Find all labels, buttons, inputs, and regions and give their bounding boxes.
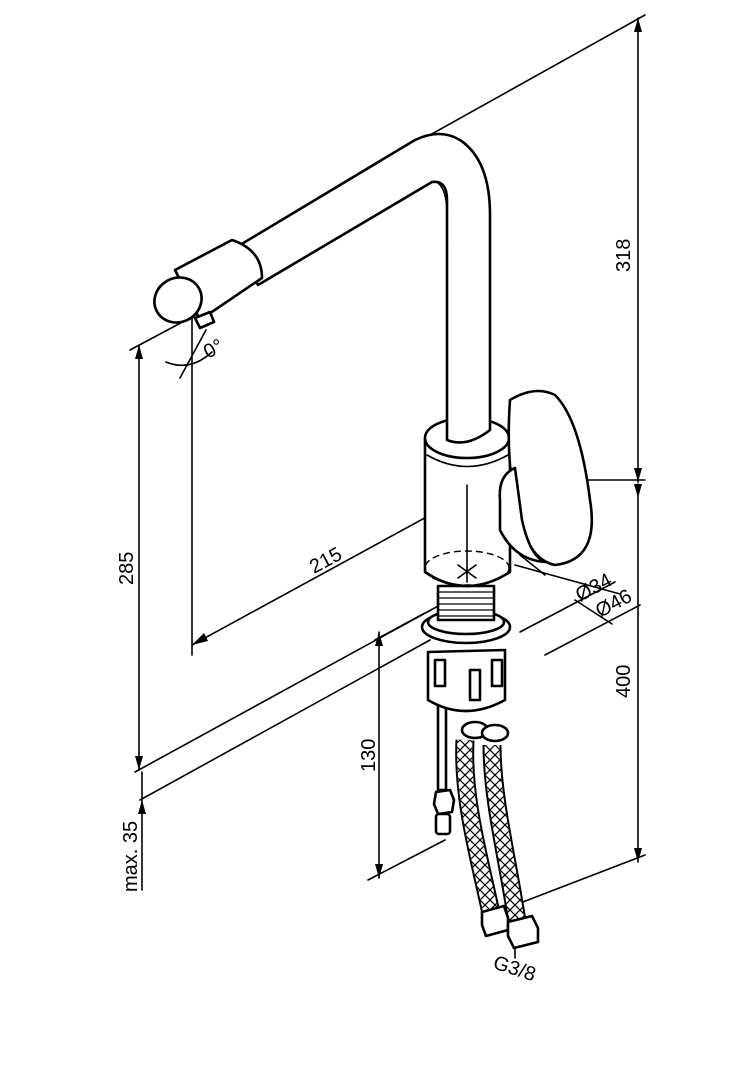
dim-spout-reach: 215 (306, 543, 346, 578)
dimension-overall-height (634, 17, 642, 483)
lever-handle (498, 389, 594, 567)
dimension-max-thickness (138, 771, 146, 891)
dim-hose-length: 400 (613, 665, 635, 698)
dim-thread: G3/8 (490, 952, 538, 986)
mounting-nut (420, 608, 512, 713)
spout (238, 132, 492, 444)
dimension-spout-height (135, 344, 143, 771)
fixing-stud (432, 678, 456, 836)
dimension-hose-length (634, 483, 642, 863)
dim-stud-length: 130 (358, 739, 380, 772)
spout-tip (153, 238, 264, 330)
dimension-spout-reach (191, 317, 466, 656)
dim-max-thickness: max. 35 (120, 821, 142, 892)
dim-spout-height: 285 (116, 552, 138, 585)
angle-mark (165, 329, 213, 379)
faucet-body (423, 416, 512, 588)
flex-hoses (455, 720, 540, 959)
threaded-shank (436, 584, 496, 622)
dim-overall-height: 318 (613, 239, 635, 272)
dimension-diameters (519, 581, 641, 656)
dimension-stud-length (375, 631, 383, 879)
angle-label: 0° (200, 335, 227, 363)
